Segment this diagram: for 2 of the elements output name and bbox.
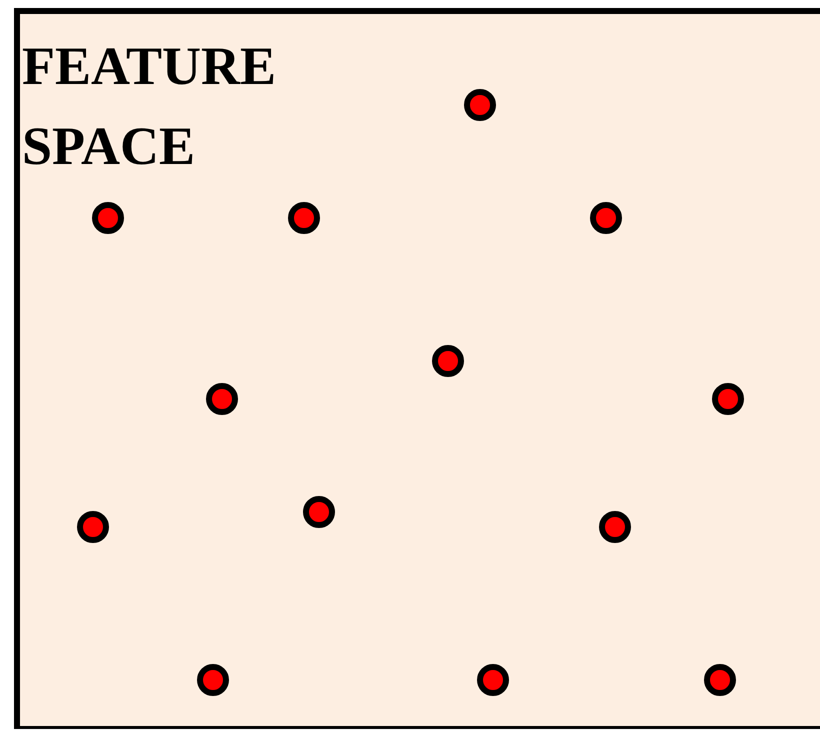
panel-heading: FEATURE SPACE: [22, 35, 278, 178]
feature-space-panel: [14, 8, 820, 729]
